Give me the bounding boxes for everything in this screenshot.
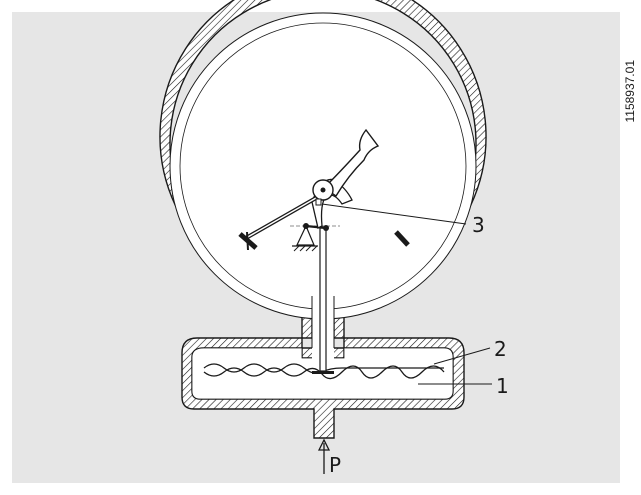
scale-mark-right [394, 230, 410, 247]
label-2: 2 [494, 337, 507, 361]
leader-line-2 [433, 347, 491, 365]
pressure-label: P [329, 453, 341, 477]
label-1: 1 [496, 374, 509, 398]
pivot-bracket [296, 224, 315, 246]
diaphragm-plate [312, 371, 334, 374]
pointer-tail [322, 128, 380, 197]
push-rod [319, 227, 327, 372]
leader-line-3 [321, 203, 467, 225]
label-3: 3 [472, 213, 485, 237]
document-id: 1158937.01 [623, 60, 637, 123]
link-arm [305, 224, 327, 230]
